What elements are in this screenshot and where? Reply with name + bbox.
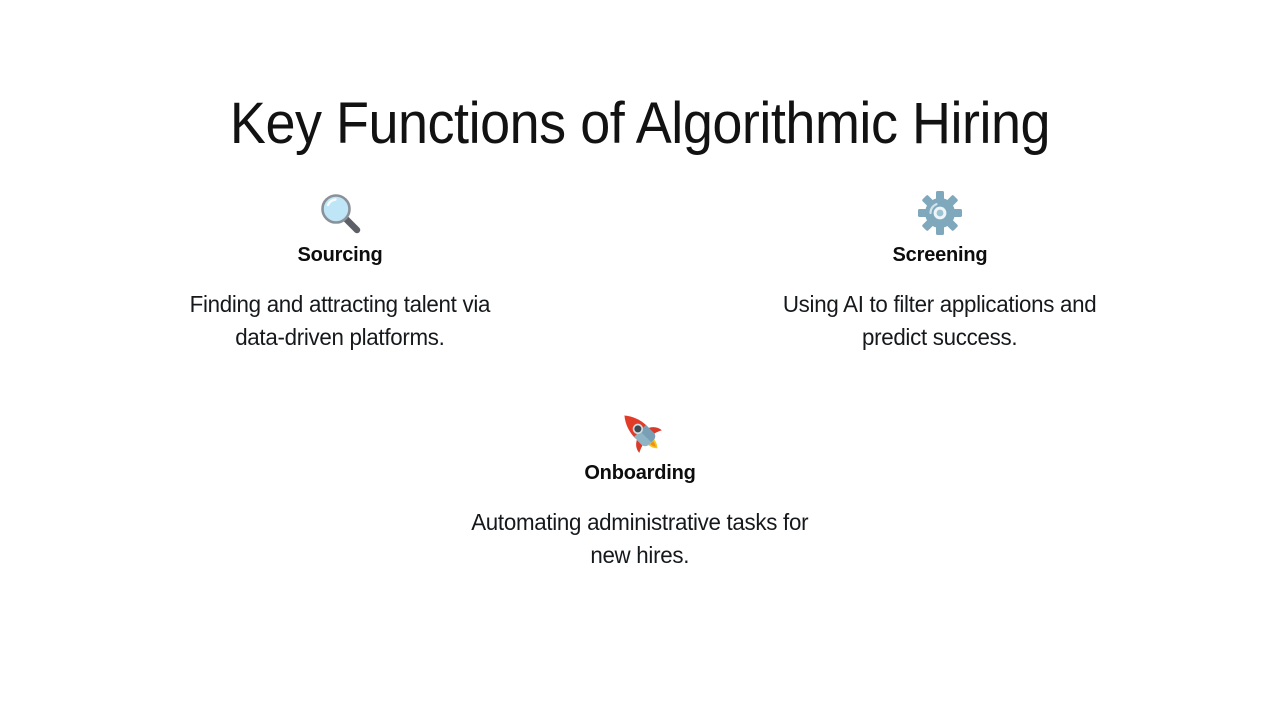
card-body: Finding and attracting talent via data-d… [189,288,491,354]
card-heading: Sourcing [297,244,383,266]
function-card-grid: Sourcing Finding and attracting talent v… [40,188,1240,572]
gear-icon [915,188,965,238]
card-body-line: Using AI to filter applications and [783,291,1097,317]
card-body-line: Automating administrative tasks for [471,509,809,535]
rocket-icon [615,406,665,456]
page-title: Key Functions of Algorithmic Hiring [229,90,1051,156]
card-sourcing: Sourcing Finding and attracting talent v… [40,188,640,354]
card-body-line: Finding and attracting talent via [189,291,491,317]
card-body: Automating administrative tasks for new … [471,506,808,572]
magnifying-glass-icon [315,188,365,238]
card-body: Using AI to filter applications and pred… [783,288,1097,354]
card-heading: Onboarding [584,462,696,484]
card-body-line: data-driven platforms. [235,324,445,350]
card-heading: Screening [892,244,988,266]
card-body-line: predict success. [862,324,1018,350]
card-body-line: new hires. [590,542,690,568]
card-screening: Screening Using AI to filter application… [640,188,1240,354]
card-onboarding: Onboarding Automating administrative tas… [40,406,1240,572]
